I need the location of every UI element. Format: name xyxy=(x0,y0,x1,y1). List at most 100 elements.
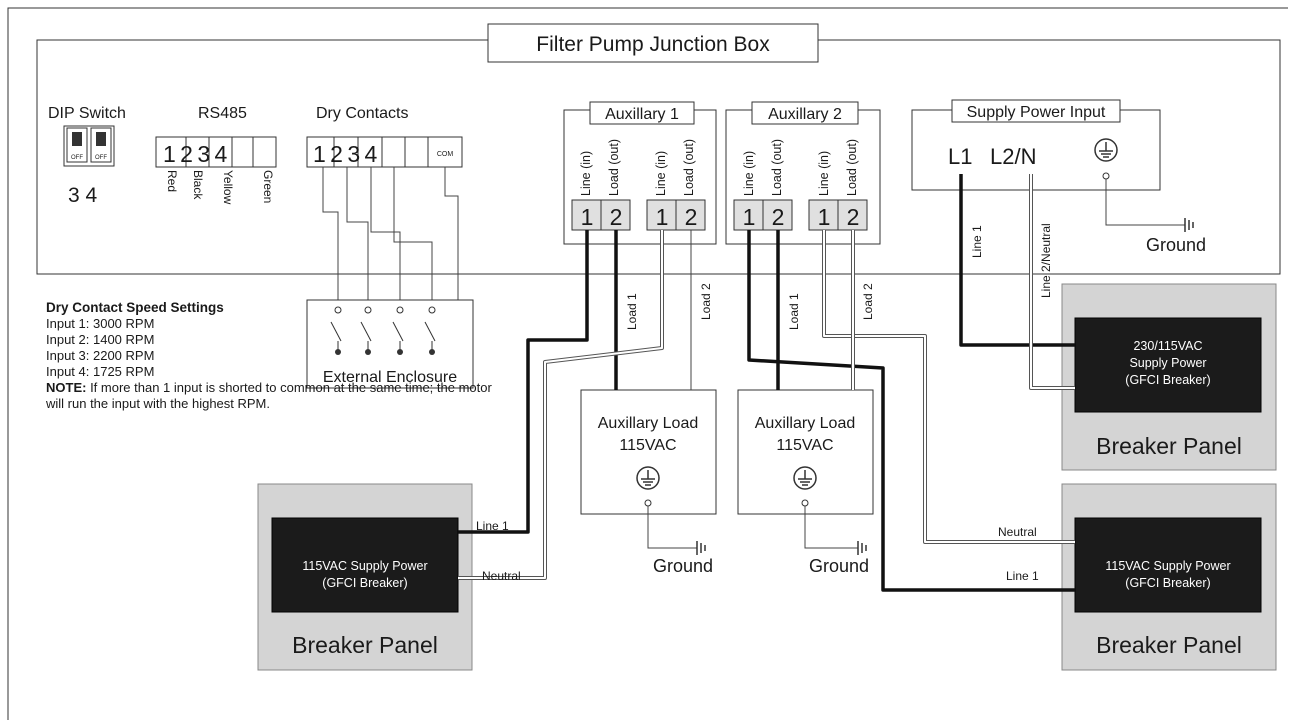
aux1-terminal-1b: 1 xyxy=(656,204,669,230)
aux1-line-in-2: Line (in) xyxy=(654,151,668,196)
external-enclosure-label: External Enclosure xyxy=(323,369,457,386)
dip-off-label-3: OFF xyxy=(71,155,83,161)
dip-switch[interactable] xyxy=(63,125,115,167)
supply-input-label: Supply Power Input xyxy=(967,104,1106,121)
breaker-panel-bottom-right-label: Breaker Panel xyxy=(1096,632,1242,658)
breaker-panel-top-right-label: Breaker Panel xyxy=(1096,433,1242,459)
main-supply-breaker xyxy=(1074,317,1262,413)
external-enclosure xyxy=(306,299,474,389)
aux1-supply-line2: (GFCI Breaker) xyxy=(322,576,407,590)
supply-input-box xyxy=(911,109,1161,191)
aux2-terminal-1a: 1 xyxy=(743,204,756,230)
supply-l1-label: L1 xyxy=(948,144,972,169)
rs485-color-red: Red xyxy=(165,170,179,192)
aux2-supply-line2: (GFCI Breaker) xyxy=(1125,576,1210,590)
aux-load-2-ground-label: Ground xyxy=(809,556,869,576)
aux1-load2-label: Load 2 xyxy=(699,283,713,320)
aux1-line1-label: Line 1 xyxy=(476,519,509,533)
aux2-supply-breaker xyxy=(1074,517,1262,613)
rs485-color-yellow: Yellow xyxy=(221,170,235,205)
dip-switch-label: DIP Switch xyxy=(48,105,126,122)
main-supply-line3: (GFCI Breaker) xyxy=(1125,373,1210,387)
supply-line1-label: Line 1 xyxy=(970,225,984,258)
speed-settings-notes: Dry Contact Speed Settings Input 1: 3000… xyxy=(46,300,506,412)
aux1-label: Auxillary 1 xyxy=(605,106,679,123)
aux-load-1-ground-terminal xyxy=(644,499,652,507)
aux-load-1-ground-icon xyxy=(636,466,660,490)
aux-load-2-ground-icon xyxy=(793,466,817,490)
rs485-color-black: Black xyxy=(191,170,205,200)
supply-l2n-label: L2/N xyxy=(990,144,1036,169)
supply-ground-symbol xyxy=(1184,218,1194,232)
aux2-terminal-2a: 2 xyxy=(772,204,785,230)
aux2-line-in-2: Line (in) xyxy=(817,151,831,196)
supply-line1-wire xyxy=(959,174,1075,347)
aux2-load1-label: Load 1 xyxy=(787,293,801,330)
rs485-color-green: Green xyxy=(261,170,275,203)
note-text: If more than 1 input is shorted to commo… xyxy=(46,380,492,411)
aux-load-1-ground-label: Ground xyxy=(653,556,713,576)
aux2-line-in-wire xyxy=(747,230,1075,592)
aux-load-2-ground-terminal xyxy=(801,499,809,507)
aux1-supply-line1: 115VAC Supply Power xyxy=(302,559,427,573)
aux1-terminal-1a: 1 xyxy=(581,204,594,230)
junction-box-title: Filter Pump Junction Box xyxy=(536,33,770,56)
aux2-load2-label: Load 2 xyxy=(861,283,875,320)
supply-line2-label: Line 2/Neutral xyxy=(1039,223,1053,298)
aux-load-2 xyxy=(737,389,874,515)
aux2-supply-line1: 115VAC Supply Power xyxy=(1105,559,1230,573)
aux1-terminal-2b: 2 xyxy=(685,204,698,230)
aux-load-1-title: Auxillary Load xyxy=(598,415,699,432)
supply-ground-icon xyxy=(1094,138,1118,162)
rs485-terminal-numbers: 1 2 3 4 xyxy=(163,141,228,167)
aux-load-2-ground-symbol xyxy=(857,541,867,555)
enclosure-switches xyxy=(330,306,436,355)
aux1-neutral-label: Neutral xyxy=(482,569,521,583)
dry-contacts-terminal-numbers: 1 2 3 4 xyxy=(313,141,378,167)
dry-contacts-label: Dry Contacts xyxy=(316,105,408,122)
aux2-line1-label: Line 1 xyxy=(1006,569,1039,583)
aux2-neutral-wire xyxy=(823,230,1075,543)
supply-ground-label: Ground xyxy=(1146,235,1206,255)
speed-setting-input-2: Input 2: 1400 RPM xyxy=(46,332,155,347)
aux1-supply-breaker xyxy=(271,517,459,613)
supply-input-title-frame xyxy=(951,99,1121,123)
outer-frame xyxy=(7,7,1288,720)
speed-settings-title: Dry Contact Speed Settings xyxy=(46,300,224,315)
note-label: NOTE: xyxy=(46,380,87,395)
aux-load-1 xyxy=(580,389,717,515)
aux1-load1-label: Load 1 xyxy=(625,293,639,330)
breaker-panel-left-label: Breaker Panel xyxy=(292,632,438,658)
dip-switch-numbers: 3 4 xyxy=(68,184,98,207)
speed-setting-input-3: Input 3: 2200 RPM xyxy=(46,348,155,363)
aux1-line-in-1: Line (in) xyxy=(579,151,593,196)
aux1-load-out-1: Load (out) xyxy=(607,139,621,196)
speed-setting-input-1: Input 1: 3000 RPM xyxy=(46,316,155,331)
aux1-terminals xyxy=(571,199,706,231)
aux2-load-out-2: Load (out) xyxy=(845,139,859,196)
dip-off-label-4: OFF xyxy=(95,155,107,161)
aux-load-1-ground-wire xyxy=(647,506,697,549)
speed-setting-input-4: Input 4: 1725 RPM xyxy=(46,364,155,379)
aux-load-1-ground-symbol xyxy=(696,541,706,555)
main-supply-line2: Supply Power xyxy=(1129,356,1206,370)
aux1-line-in-wire xyxy=(458,230,589,534)
aux2-neutral-label: Neutral xyxy=(998,525,1037,539)
aux-load-2-ground-wire xyxy=(804,506,858,549)
supply-ground-wire xyxy=(1105,179,1185,226)
supply-line2-wire xyxy=(1030,174,1075,389)
aux2-title-frame xyxy=(751,101,859,125)
aux2-load-out-1: Load (out) xyxy=(770,139,784,196)
aux1-load-out-2: Load (out) xyxy=(682,139,696,196)
aux-load-1-voltage: 115VAC xyxy=(619,437,676,454)
rs485-label: RS485 xyxy=(198,105,247,122)
main-supply-line1: 230/115VAC xyxy=(1133,339,1202,353)
aux2-label: Auxillary 2 xyxy=(768,106,842,123)
dry-contacts-com-label: COM xyxy=(437,151,454,158)
supply-ground-terminal xyxy=(1102,172,1110,180)
rs485-terminal-block xyxy=(155,136,277,168)
dry-contacts-terminal-block xyxy=(306,136,463,168)
aux2-terminal-1b: 1 xyxy=(818,204,831,230)
aux1-terminal-2a: 2 xyxy=(610,204,623,230)
